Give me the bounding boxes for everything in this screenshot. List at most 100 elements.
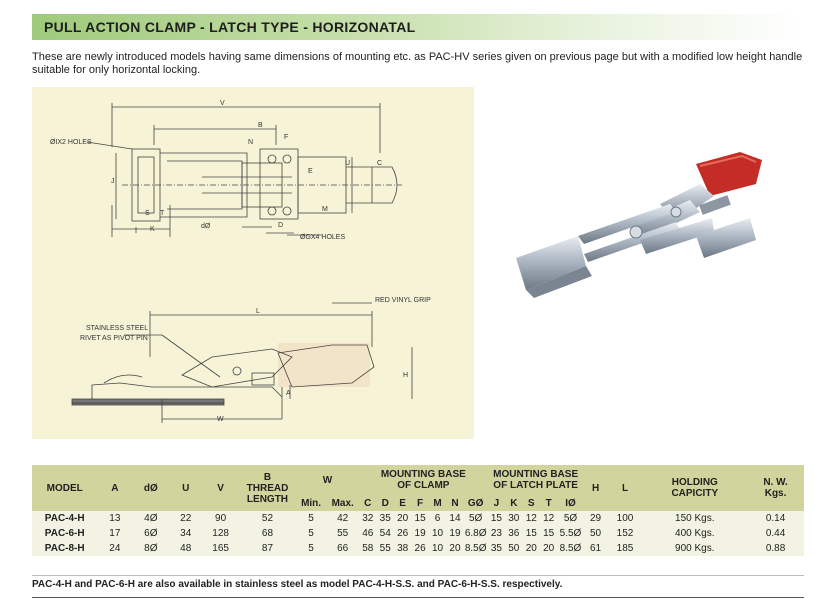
col-t: T bbox=[539, 495, 558, 511]
col-w-min: Min. bbox=[295, 495, 327, 511]
cell-c: 46 bbox=[359, 526, 377, 541]
cell-i: 8.5Ø bbox=[557, 541, 584, 556]
cell-u: 48 bbox=[169, 541, 203, 556]
cell-k: 30 bbox=[505, 511, 523, 526]
svg-text:ØGX4 HOLES: ØGX4 HOLES bbox=[300, 234, 345, 241]
divider bbox=[32, 575, 804, 576]
col-j: J bbox=[487, 495, 506, 511]
col-w: W bbox=[295, 465, 360, 495]
cell-b: 52 bbox=[239, 511, 296, 526]
col-h: H bbox=[583, 465, 608, 511]
mbl-line1: MOUNTING BASE bbox=[493, 469, 579, 480]
col-f: F bbox=[411, 495, 429, 511]
cell-h: 61 bbox=[583, 541, 608, 556]
cell-holding-capacity: 400 Kgs. bbox=[642, 526, 748, 541]
cell-g: 6.8Ø bbox=[463, 526, 488, 541]
svg-text:T: T bbox=[160, 210, 165, 217]
cell-m: 6 bbox=[428, 511, 447, 526]
cell-w-min: 5 bbox=[295, 526, 327, 541]
col-m: M bbox=[428, 495, 447, 511]
intro-text: These are newly introduced models having… bbox=[32, 51, 803, 76]
table-row: PAC-6-H 17 6Ø 34 128 68 5 55 46 54 26 19… bbox=[32, 526, 804, 541]
cell-u: 34 bbox=[169, 526, 203, 541]
svg-text:N: N bbox=[248, 139, 253, 146]
svg-text:STAINLESS STEEL: STAINLESS STEEL bbox=[86, 325, 148, 332]
svg-text:S: S bbox=[145, 210, 150, 217]
cell-b: 68 bbox=[239, 526, 296, 541]
col-k: K bbox=[505, 495, 523, 511]
mbc-line1: MOUNTING BASE bbox=[380, 469, 466, 480]
mbc-line2: OF CLAMP bbox=[397, 480, 450, 491]
svg-text:V: V bbox=[220, 100, 225, 107]
cell-i: 5.5Ø bbox=[557, 526, 584, 541]
col-mounting-base-clamp: MOUNTING BASE OF CLAMP bbox=[359, 465, 488, 495]
cell-v: 90 bbox=[202, 511, 240, 526]
specification-table: MODEL A dØ U V B THREAD LENGTH W MOUNTIN… bbox=[32, 465, 804, 556]
cell-f: 19 bbox=[411, 526, 429, 541]
cell-d: 8Ø bbox=[132, 541, 170, 556]
section-title-bar: PULL ACTION CLAMP - LATCH TYPE - HORIZON… bbox=[32, 14, 800, 40]
col-a: A bbox=[97, 465, 133, 511]
svg-text:J: J bbox=[111, 178, 115, 185]
col-v: V bbox=[202, 465, 240, 511]
cell-holding-capacity: 900 Kgs. bbox=[642, 541, 748, 556]
handle-grip bbox=[696, 152, 762, 196]
svg-text:F: F bbox=[284, 134, 288, 141]
svg-text:ØIX2 HOLES: ØIX2 HOLES bbox=[50, 139, 92, 146]
svg-text:H: H bbox=[403, 372, 408, 379]
cell-n: 19 bbox=[446, 526, 464, 541]
cell-k: 50 bbox=[505, 541, 523, 556]
col-w-max: Max. bbox=[326, 495, 360, 511]
cell-net-weight: 0.88 bbox=[747, 541, 804, 556]
cell-t: 15 bbox=[539, 526, 558, 541]
stainless-note: PAC-4-H and PAC-6-H are also available i… bbox=[32, 579, 563, 590]
svg-text:W: W bbox=[217, 416, 224, 423]
cell-g: 8.5Ø bbox=[463, 541, 488, 556]
cell-j: 15 bbox=[487, 511, 506, 526]
cell-dd: 55 bbox=[376, 541, 394, 556]
cell-e: 26 bbox=[393, 526, 412, 541]
svg-text:RED VINYL GRIP: RED VINYL GRIP bbox=[375, 297, 431, 304]
cell-s: 12 bbox=[522, 511, 540, 526]
cell-model: PAC-8-H bbox=[32, 541, 98, 556]
cell-t: 20 bbox=[539, 541, 558, 556]
bottom-rule bbox=[32, 597, 804, 598]
cell-i: 5Ø bbox=[557, 511, 584, 526]
cell-n: 20 bbox=[446, 541, 464, 556]
cell-w-max: 66 bbox=[326, 541, 360, 556]
table-row: PAC-8-H 24 8Ø 48 165 87 5 66 58 55 38 26… bbox=[32, 541, 804, 556]
col-l: L bbox=[607, 465, 643, 511]
col-n: N bbox=[446, 495, 464, 511]
cell-c: 58 bbox=[359, 541, 377, 556]
cell-e: 38 bbox=[393, 541, 412, 556]
product-photo bbox=[516, 152, 762, 298]
cell-dd: 54 bbox=[376, 526, 394, 541]
col-e: E bbox=[393, 495, 412, 511]
col-b-line2: THREAD bbox=[246, 482, 289, 494]
cell-dd: 35 bbox=[376, 511, 394, 526]
svg-text:A: A bbox=[286, 390, 291, 397]
col-s: S bbox=[522, 495, 540, 511]
cell-w-min: 5 bbox=[295, 511, 327, 526]
col-b-thread-length: B THREAD LENGTH bbox=[239, 465, 296, 511]
cell-holding-capacity: 150 Kgs. bbox=[642, 511, 748, 526]
col-b-line3: LENGTH bbox=[246, 493, 289, 505]
hc-line2: CAPICITY bbox=[671, 488, 719, 499]
svg-text:U: U bbox=[345, 160, 350, 167]
cell-v: 165 bbox=[202, 541, 240, 556]
cell-l: 100 bbox=[607, 511, 643, 526]
svg-text:M: M bbox=[322, 206, 328, 213]
cell-h: 50 bbox=[583, 526, 608, 541]
cell-l: 185 bbox=[607, 541, 643, 556]
cell-b: 87 bbox=[239, 541, 296, 556]
cell-c: 32 bbox=[359, 511, 377, 526]
cell-s: 20 bbox=[522, 541, 540, 556]
svg-text:E: E bbox=[308, 168, 313, 175]
col-holding-capacity: HOLDING CAPICITY bbox=[642, 465, 748, 511]
svg-text:B: B bbox=[258, 122, 263, 129]
cell-u: 22 bbox=[169, 511, 203, 526]
svg-text:L: L bbox=[256, 308, 260, 315]
table-row: PAC-4-H 13 4Ø 22 90 52 5 42 32 35 20 15 … bbox=[32, 511, 804, 526]
cell-a: 13 bbox=[97, 511, 133, 526]
cell-d: 4Ø bbox=[132, 511, 170, 526]
